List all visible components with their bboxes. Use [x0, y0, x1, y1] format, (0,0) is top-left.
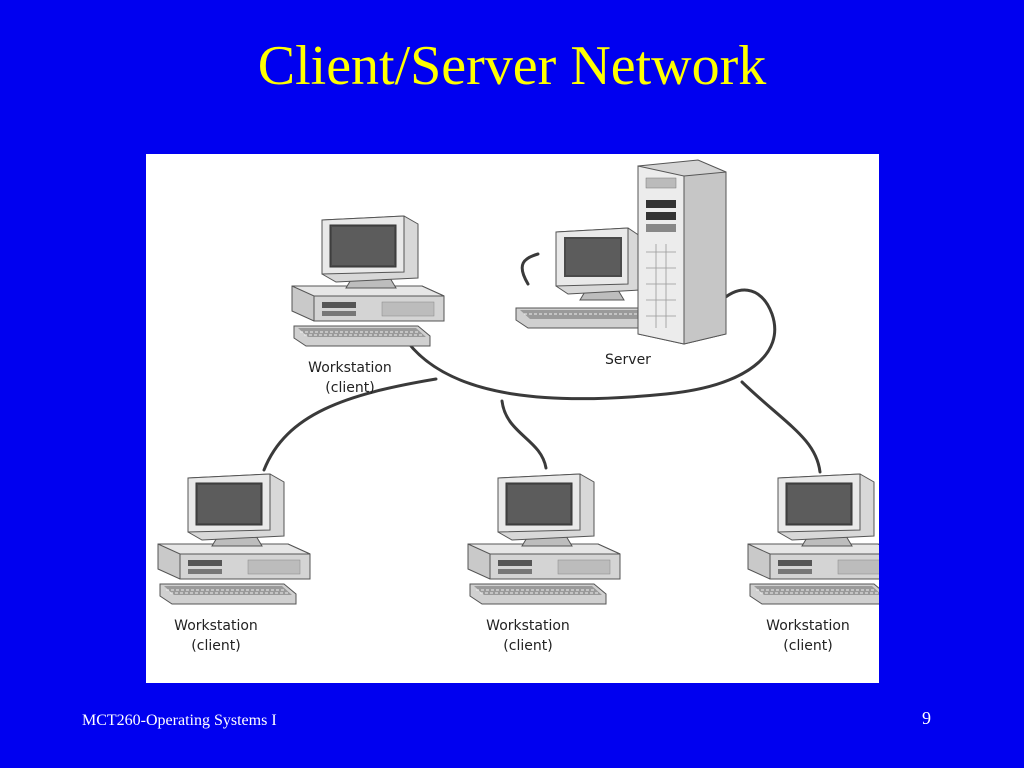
label-line: (client): [503, 638, 553, 654]
workstation-bottom-left-icon: [157, 473, 311, 605]
network-diagram: Workstation (client) Server Workstation …: [146, 154, 879, 683]
workstation-bottom-center-icon: [467, 473, 621, 605]
label-line: Server: [605, 352, 651, 368]
cable-bottom-right: [740, 380, 822, 474]
node-label-workstation-bottom-center: Workstation (client): [448, 616, 608, 656]
server-console-icon: [515, 227, 659, 329]
workstation-bottom-right-icon: [747, 473, 879, 605]
label-line: Workstation: [174, 618, 258, 634]
node-label-workstation-bottom-right: Workstation (client): [728, 616, 888, 656]
slide-page-number: 9: [922, 708, 931, 728]
slide-title: Client/Server Network: [257, 35, 767, 97]
node-label-workstation-bottom-left: Workstation (client): [136, 616, 296, 656]
label-line: (client): [191, 638, 241, 654]
backbone-cable: [400, 288, 777, 401]
label-line: (client): [783, 638, 833, 654]
label-line: Workstation: [766, 618, 850, 634]
cable-bottom-left: [262, 377, 438, 472]
workstation-top-icon: [291, 215, 445, 347]
label-line: Workstation: [308, 360, 392, 376]
node-label-workstation-top: Workstation (client): [270, 358, 430, 398]
label-line: (client): [325, 380, 375, 396]
slide-footer: MCT260-Operating Systems I: [82, 712, 277, 729]
node-label-server: Server: [548, 350, 708, 370]
label-line: Workstation: [486, 618, 570, 634]
cable-bottom-center: [500, 399, 548, 470]
cable-server-monitor: [520, 252, 540, 286]
network-diagram-svg: [157, 159, 879, 605]
server-tower-icon: [637, 159, 727, 345]
network-cables: [262, 252, 822, 474]
